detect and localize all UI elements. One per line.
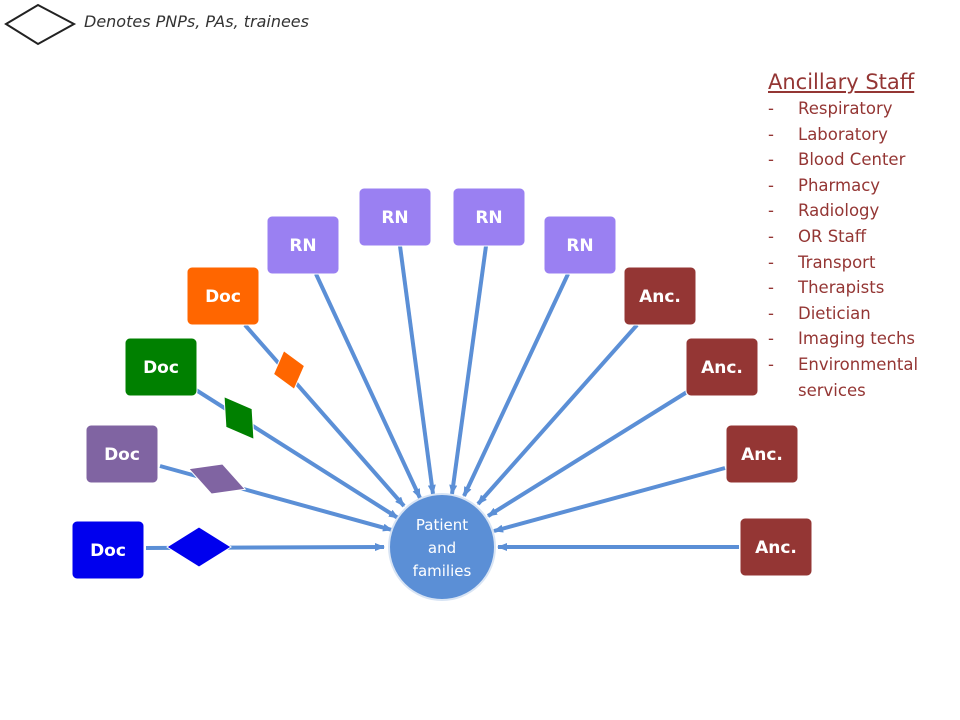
node-label: Anc. — [741, 445, 783, 465]
arrow-rn-3 — [449, 245, 488, 495]
node-doc-purple: Doc — [85, 424, 159, 484]
node-box — [739, 517, 813, 577]
diamonds — [166, 349, 306, 568]
node-label: Anc. — [701, 358, 743, 378]
ancillary-item: Laboratory — [768, 122, 958, 148]
ancillary-item: Environmental services — [768, 352, 958, 403]
ancillary-item: Respiratory — [768, 96, 958, 122]
arrow-rn-1 — [314, 273, 422, 499]
node-box — [186, 266, 260, 326]
center-line-1: Patient — [416, 516, 468, 534]
node-box — [623, 266, 697, 326]
arrow-rn-2 — [398, 245, 436, 495]
node-doc-green: Doc — [124, 337, 198, 397]
node-label: Anc. — [639, 287, 681, 307]
node-box — [725, 424, 799, 484]
ancillary-item: Transport — [768, 250, 958, 276]
ancillary-item: Pharmacy — [768, 173, 958, 199]
node-label: Doc — [205, 287, 241, 307]
legend-label: Denotes PNPs, PAs, trainees — [84, 12, 309, 31]
diamond-doc-blue — [166, 526, 232, 568]
node-box — [543, 215, 617, 275]
ancillary-item: Dietician — [768, 301, 958, 327]
node-rn-1: RN — [266, 215, 340, 275]
node-anc-4: Anc. — [739, 517, 813, 577]
diamond-doc-orange — [272, 349, 306, 391]
ancillary-panel: Ancillary Staff Respiratory Laboratory B… — [768, 70, 958, 403]
node-rn-3: RN — [452, 187, 526, 247]
arrow-anc-3 — [493, 466, 726, 533]
node-rn-2: RN — [358, 187, 432, 247]
node-rn-4: RN — [543, 215, 617, 275]
node-label: Doc — [90, 541, 126, 561]
ancillary-item: Radiology — [768, 198, 958, 224]
legend-diamond-icon — [4, 3, 77, 46]
node-box — [358, 187, 432, 247]
center-circle — [388, 493, 496, 601]
node-anc-3: Anc. — [725, 424, 799, 484]
node-label: RN — [289, 236, 316, 256]
node-anc-1: Anc. — [623, 266, 697, 326]
ancillary-title: Ancillary Staff — [768, 70, 915, 94]
ancillary-item: Therapists — [768, 275, 958, 301]
ancillary-item: Imaging techs — [768, 326, 958, 352]
node-label: RN — [566, 236, 593, 256]
arrows — [145, 245, 739, 552]
ancillary-item: Blood Center — [768, 147, 958, 173]
ancillary-item: OR Staff — [768, 224, 958, 250]
center-node: Patient and families — [388, 493, 496, 601]
node-label: Doc — [104, 445, 140, 465]
node-anc-2: Anc. — [685, 337, 759, 397]
node-doc-blue: Doc — [71, 520, 145, 580]
node-label: Anc. — [755, 538, 797, 558]
node-label: RN — [475, 208, 502, 228]
center-line-2: and — [428, 539, 456, 557]
diamond-doc-green — [223, 395, 255, 441]
node-label: RN — [381, 208, 408, 228]
node-box — [452, 187, 526, 247]
node-box — [71, 520, 145, 580]
diamond-doc-purple — [187, 463, 247, 495]
arrow-anc-1 — [476, 323, 639, 506]
node-label: Doc — [143, 358, 179, 378]
node-box — [124, 337, 198, 397]
node-box — [685, 337, 759, 397]
center-line-3: families — [413, 562, 472, 580]
arrow-rn-4 — [462, 273, 570, 497]
ancillary-list: Respiratory Laboratory Blood Center Phar… — [768, 96, 958, 403]
node-box — [85, 424, 159, 484]
node-doc-orange: Doc — [186, 266, 260, 326]
arrow-doc-orange — [243, 323, 406, 508]
node-box — [266, 215, 340, 275]
arrow-anc-2 — [486, 390, 689, 518]
